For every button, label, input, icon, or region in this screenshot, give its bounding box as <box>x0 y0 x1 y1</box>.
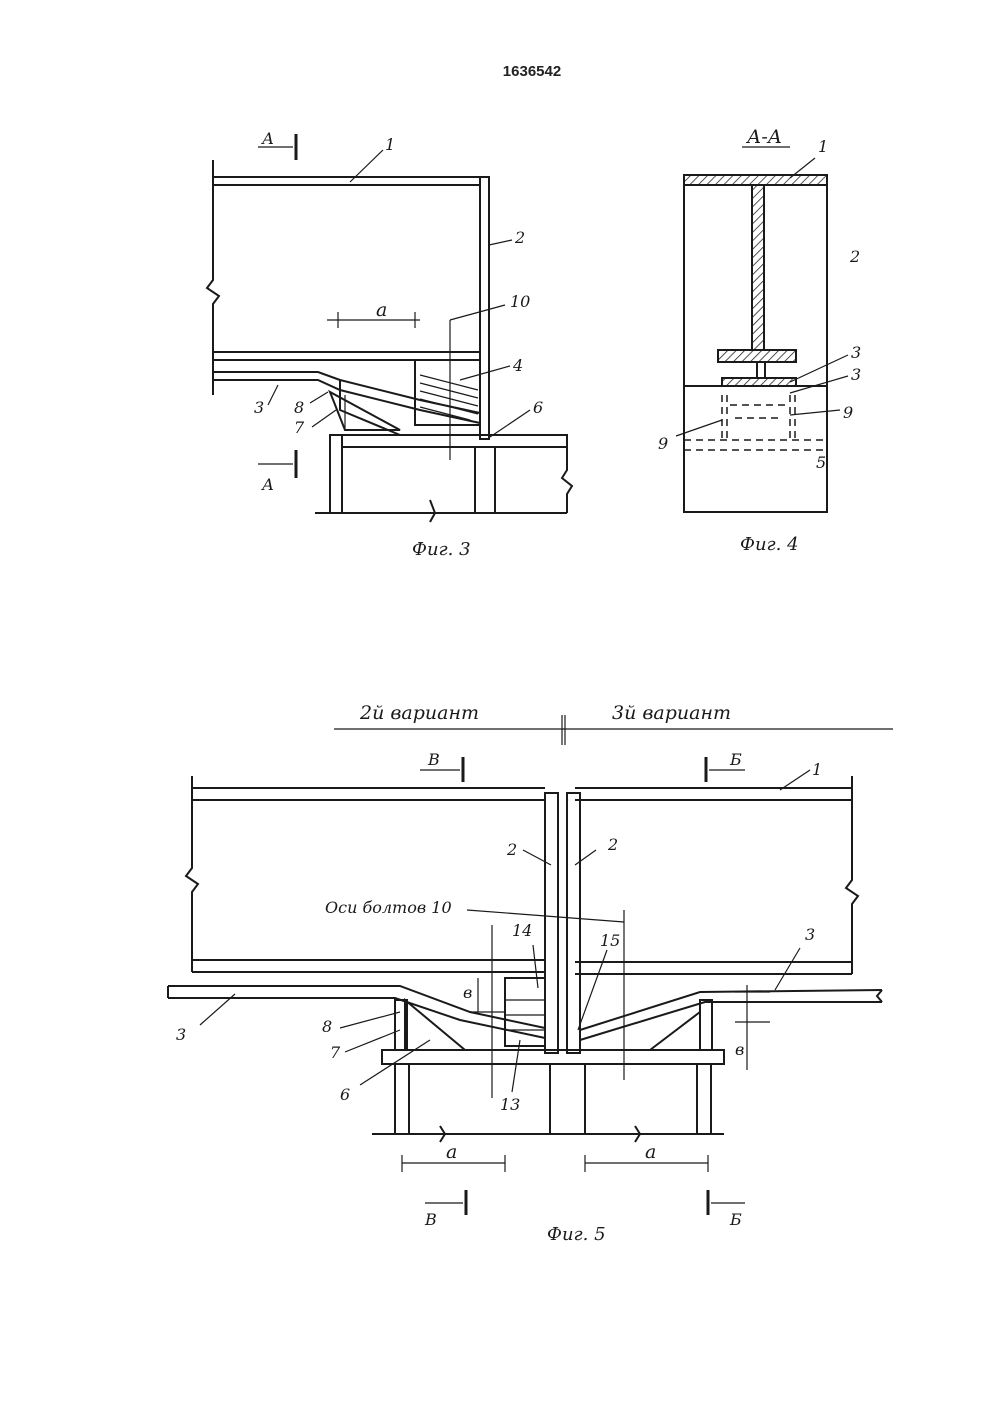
section-mark-b-top: Б <box>729 750 742 769</box>
bolt-axes-label: Оси болтов 10 <box>325 898 452 917</box>
part-label: 3 <box>851 365 861 384</box>
part-label: 3 <box>851 343 861 362</box>
part-label: 5 <box>816 453 826 472</box>
part-label: 6 <box>533 398 543 417</box>
section-mark-b-bottom: Б <box>729 1210 742 1229</box>
part-label: 7 <box>330 1043 341 1062</box>
part-label: 4 <box>512 356 523 375</box>
dimension-b-left: в <box>463 983 472 1002</box>
part-label: 6 <box>340 1085 350 1104</box>
dimension-a-left: а <box>446 1141 457 1163</box>
part-label: 2 <box>849 247 860 266</box>
part-label: 7 <box>294 418 305 437</box>
section-mark-a-top: А <box>261 129 274 148</box>
fig3-caption: Фиг. 3 <box>412 539 471 560</box>
part-label: 1 <box>818 137 828 156</box>
part-label: 14 <box>512 921 532 940</box>
part-label: 3 <box>176 1025 186 1044</box>
part-label: 15 <box>600 931 620 950</box>
variant-left-label: 2й вариант <box>359 702 479 724</box>
dimension-a-label: а <box>376 299 387 321</box>
dimension-b-right: в <box>735 1040 744 1059</box>
dimension-a-right: а <box>645 1141 656 1163</box>
part-label: 2 <box>506 840 517 859</box>
part-label: 2 <box>607 835 618 854</box>
section-mark-v-bottom: В <box>424 1210 437 1229</box>
document-number: 1636542 <box>503 63 561 80</box>
part-label: 8 <box>322 1017 332 1036</box>
fig3-labels: А А а 1 2 10 4 3 8 7 6 Фиг. 3 <box>254 129 543 560</box>
section-mark-v-top: В <box>427 750 440 769</box>
part-label: 9 <box>658 434 668 453</box>
part-label: 1 <box>385 135 395 154</box>
part-label: 1 <box>812 760 822 779</box>
part-label: 3 <box>805 925 815 944</box>
section-title-a-a: А-А <box>745 126 782 148</box>
part-label: 9 <box>843 403 853 422</box>
part-label: 13 <box>500 1095 520 1114</box>
fig3-drawing <box>207 134 572 522</box>
part-label: 10 <box>510 292 530 311</box>
part-label: 8 <box>294 398 304 417</box>
part-label: 2 <box>514 228 525 247</box>
fig4-caption: Фиг. 4 <box>740 534 799 555</box>
part-label: 3 <box>254 398 264 417</box>
section-mark-a-bottom: А <box>261 475 274 494</box>
variant-right-label: 3й вариант <box>612 702 731 724</box>
fig5-caption: Фиг. 5 <box>547 1224 606 1245</box>
fig5-drawing <box>168 715 893 1215</box>
